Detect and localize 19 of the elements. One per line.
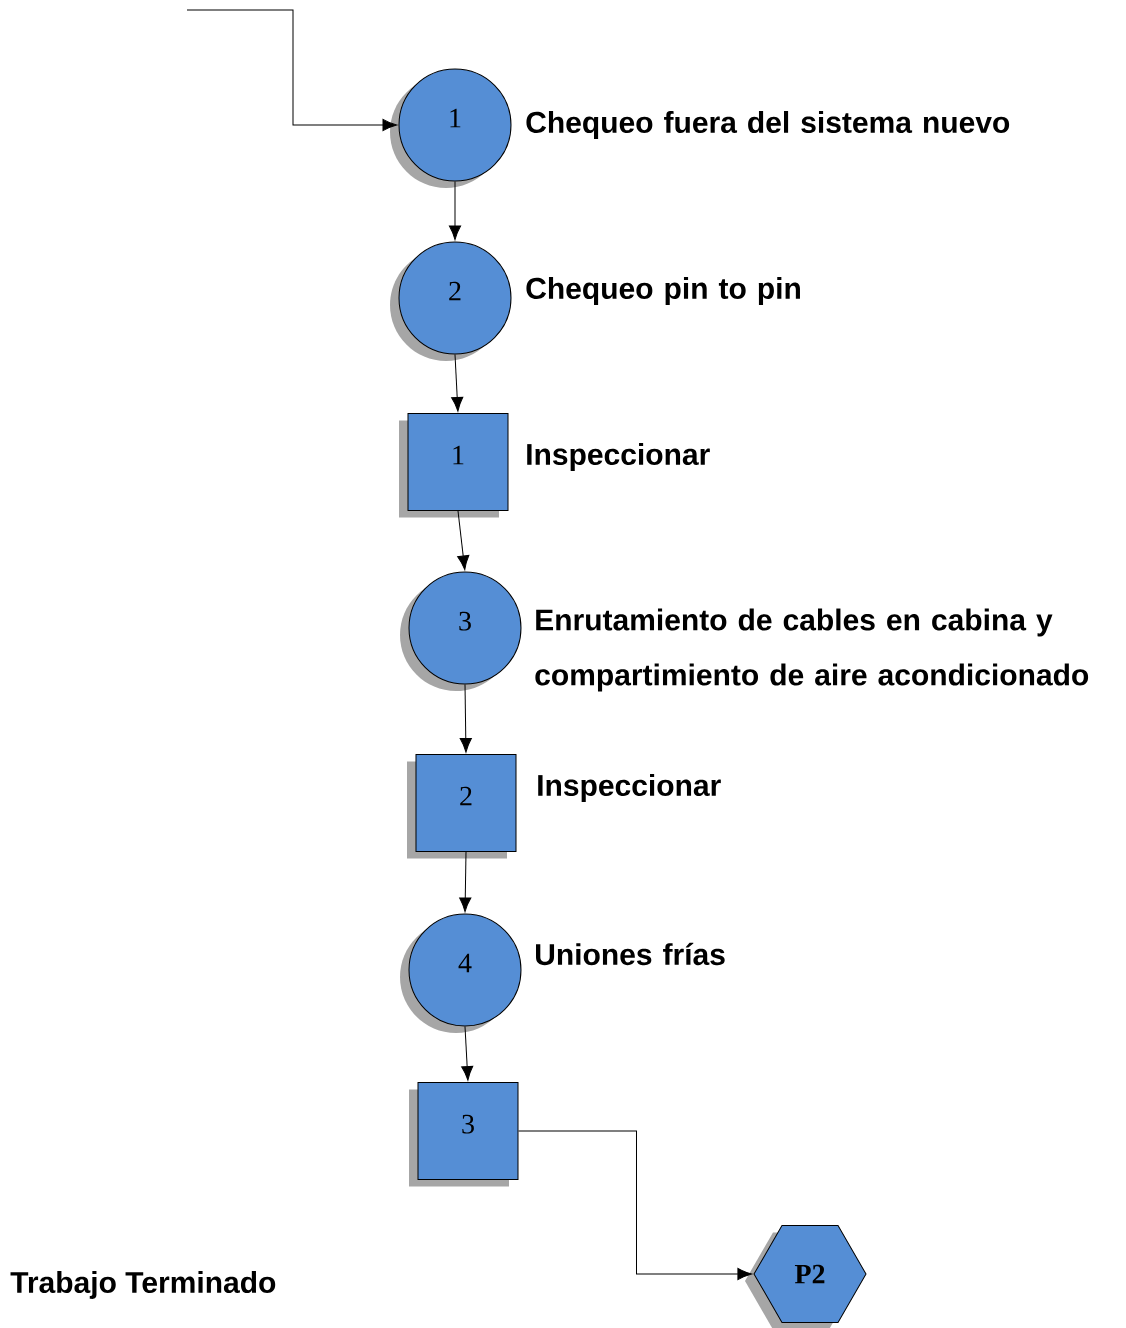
end-note: Trabajo Terminado [10,1271,276,1299]
arrow [457,510,470,571]
inspection-square: 2 [407,754,517,859]
step-description: Inspeccionar [527,443,710,471]
arrow [461,1026,474,1081]
arrow [459,851,472,913]
inspection-square: 1 [399,413,509,518]
arrow [518,1130,752,1281]
arrow [186,9,398,132]
step-description: Uniones frías [536,942,725,966]
arrow [448,181,462,241]
step-description: Enrutamiento de cables en cabina y compartimiento de aire acondicionado [535,608,1089,692]
arrow [451,354,464,412]
step-description: Chequeo fuera del sistema nuevo [526,111,1010,139]
step-description: Chequeo pin to pin [526,277,800,305]
inspection-square: 3 [409,1082,519,1187]
hexagon: P2 [745,1225,867,1328]
arrow [459,684,472,753]
step-description: Inspeccionar [538,774,721,802]
